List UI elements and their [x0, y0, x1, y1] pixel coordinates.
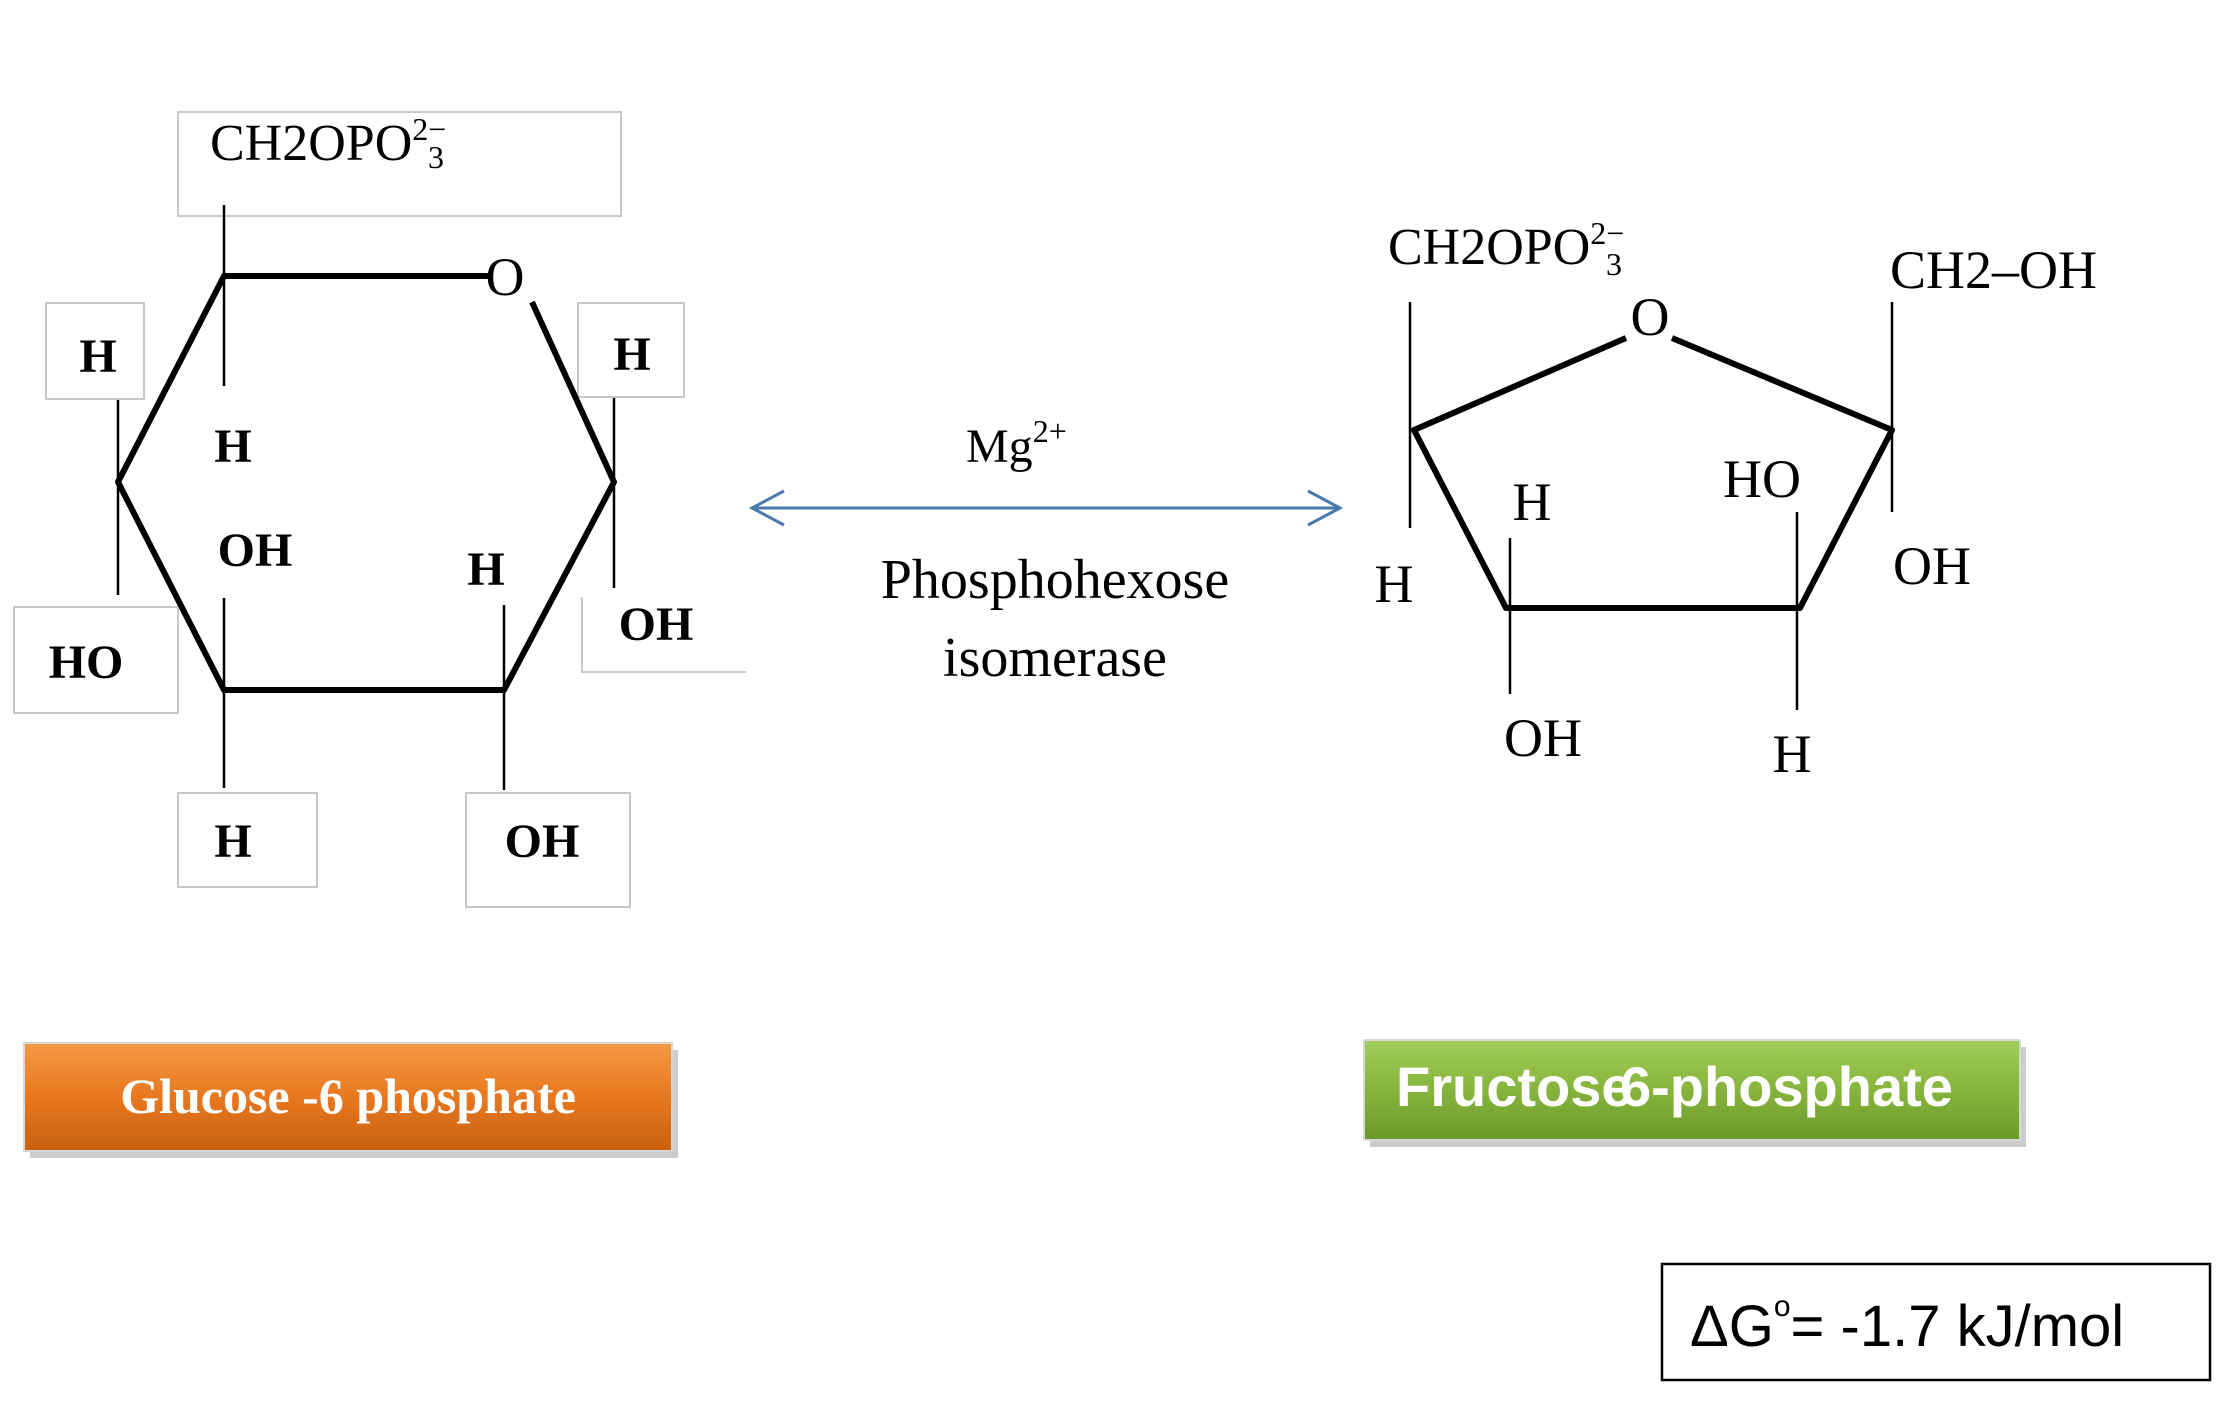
- free-energy-frame: [1660, 1262, 2212, 1382]
- fructose-banner-bg: [1363, 1039, 2021, 1141]
- fructose-ring-oxygen: O: [1631, 287, 1670, 347]
- glucose-h-c4-up: H: [79, 330, 116, 383]
- cofactor-label: Mg2+: [966, 413, 1067, 473]
- glucose-h-c5-down: H: [214, 420, 251, 473]
- glucose-frame-ho: [13, 606, 179, 714]
- fructose-ch2opo3-subscript: 3: [1606, 246, 1622, 282]
- glucose-ring-oxygen: O: [486, 247, 525, 307]
- fructose-oh-c2: OH: [1893, 536, 1971, 596]
- fructose-ch2oh-group: CH2–OH: [1890, 240, 2097, 300]
- fructose-ch2opo3-group: CH2OPO2−: [1388, 215, 1624, 276]
- glucose-frame-oh-right: [581, 597, 746, 673]
- equilibrium-arrowhead-left: [748, 489, 785, 527]
- fructose-name-label-part2: 6-phosphate: [1620, 1055, 1953, 1118]
- glucose-frame-h-left: [45, 302, 145, 400]
- glucose-h-c1-up: H: [613, 328, 650, 381]
- glucose-name-label: Glucose -6 phosphate: [120, 1068, 576, 1124]
- enzyme-name-line1: Phosphohexose: [881, 549, 1229, 611]
- fructose-oh-c4-down: OH: [1504, 708, 1582, 768]
- fructose-h-c3-down: H: [1773, 724, 1812, 784]
- fructose-name-label-part1: Fructose: [1396, 1055, 1633, 1118]
- glucose-oh-c1-down: OH: [619, 598, 694, 651]
- glucose-ring-bonds: [115, 273, 617, 693]
- equilibrium-arrowhead-right: [1307, 489, 1344, 527]
- enzyme-name-line2: isomerase: [943, 627, 1167, 689]
- glucose-h-c2-up: H: [467, 543, 504, 596]
- glucose-frame-h-right: [577, 302, 685, 398]
- glucose-oh-c3-up: OH: [218, 524, 293, 577]
- glucose-ch2opo3-group: CH2OPO2−: [210, 111, 446, 172]
- free-energy-box: ΔGo= -1.7 kJ/mol: [1660, 1262, 2212, 1382]
- fructose-ho-c3-up: HO: [1723, 449, 1801, 509]
- glucose-6-phosphate-structure: CH2OPO2− 3 O H H H HO OH H OH H OH: [13, 111, 746, 908]
- free-energy-value: ΔGo= -1.7 kJ/mol: [1690, 1290, 2124, 1359]
- glucose-frame-oh-bottom: [465, 792, 631, 908]
- glucose-frame-ch2: [177, 111, 622, 217]
- glucose-frame-h-bottom: [177, 792, 318, 888]
- fructose-name-banner: Fructose 6-phosphate: [1363, 1039, 2026, 1147]
- fructose-h-c5: H: [1375, 554, 1414, 614]
- fructose-ring-bonds: [1411, 335, 1895, 611]
- reaction-arrow-group: Mg2+ Phosphohexose isomerase: [748, 413, 1344, 689]
- fructose-6-phosphate-structure: CH2OPO2− 3 O CH2–OH H H HO OH OH H: [1375, 215, 2098, 784]
- glucose-oh-c2-down: OH: [505, 815, 580, 868]
- glucose-ho-c4: HO: [49, 636, 124, 689]
- glucose-name-banner: Glucose -6 phosphate: [23, 1042, 678, 1158]
- glucose-banner-bg: [23, 1042, 673, 1152]
- glucose-h-c3-down: H: [214, 815, 251, 868]
- fructose-h-c4-up: H: [1513, 472, 1552, 532]
- glucose-ch2opo3-subscript: 3: [428, 139, 444, 175]
